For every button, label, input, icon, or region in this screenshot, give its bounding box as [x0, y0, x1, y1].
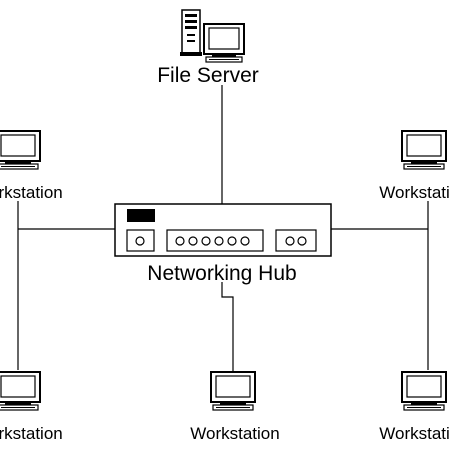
file-server-label: File Server: [157, 64, 259, 87]
computer-icon: [0, 371, 41, 411]
workstation-label: Workstation: [0, 424, 63, 443]
workstation-label: Workstation: [379, 424, 449, 443]
workstation-bottom-left: Workstation: [0, 371, 63, 443]
file-server-icon: [180, 9, 245, 63]
workstation-top-left: Workstation: [0, 130, 63, 202]
networking-hub: [114, 203, 332, 257]
hub-uplink-panel: [275, 229, 317, 252]
hub-port-leds: [175, 236, 250, 246]
hub-label: Networking Hub: [147, 262, 296, 285]
workstation-bottom-center: Workstation: [190, 371, 280, 443]
workstation-label: Workstation: [0, 183, 63, 202]
workstation-label: Workstation: [379, 183, 449, 202]
hub-display: [127, 209, 155, 222]
computer-icon: [401, 130, 447, 170]
computer-icon: [0, 130, 41, 170]
link-hub-bottom: [221, 282, 234, 372]
computer-icon: [210, 371, 256, 411]
hub-uplink-leds: [285, 236, 307, 246]
hub-power-led: [135, 236, 145, 246]
connection-lines: [17, 85, 429, 372]
workstation-bottom-right: Workstation: [379, 371, 449, 443]
workstation-label: Workstation: [190, 424, 279, 443]
computer-icon: [401, 371, 447, 411]
workstation-top-right: Workstation: [379, 130, 449, 202]
